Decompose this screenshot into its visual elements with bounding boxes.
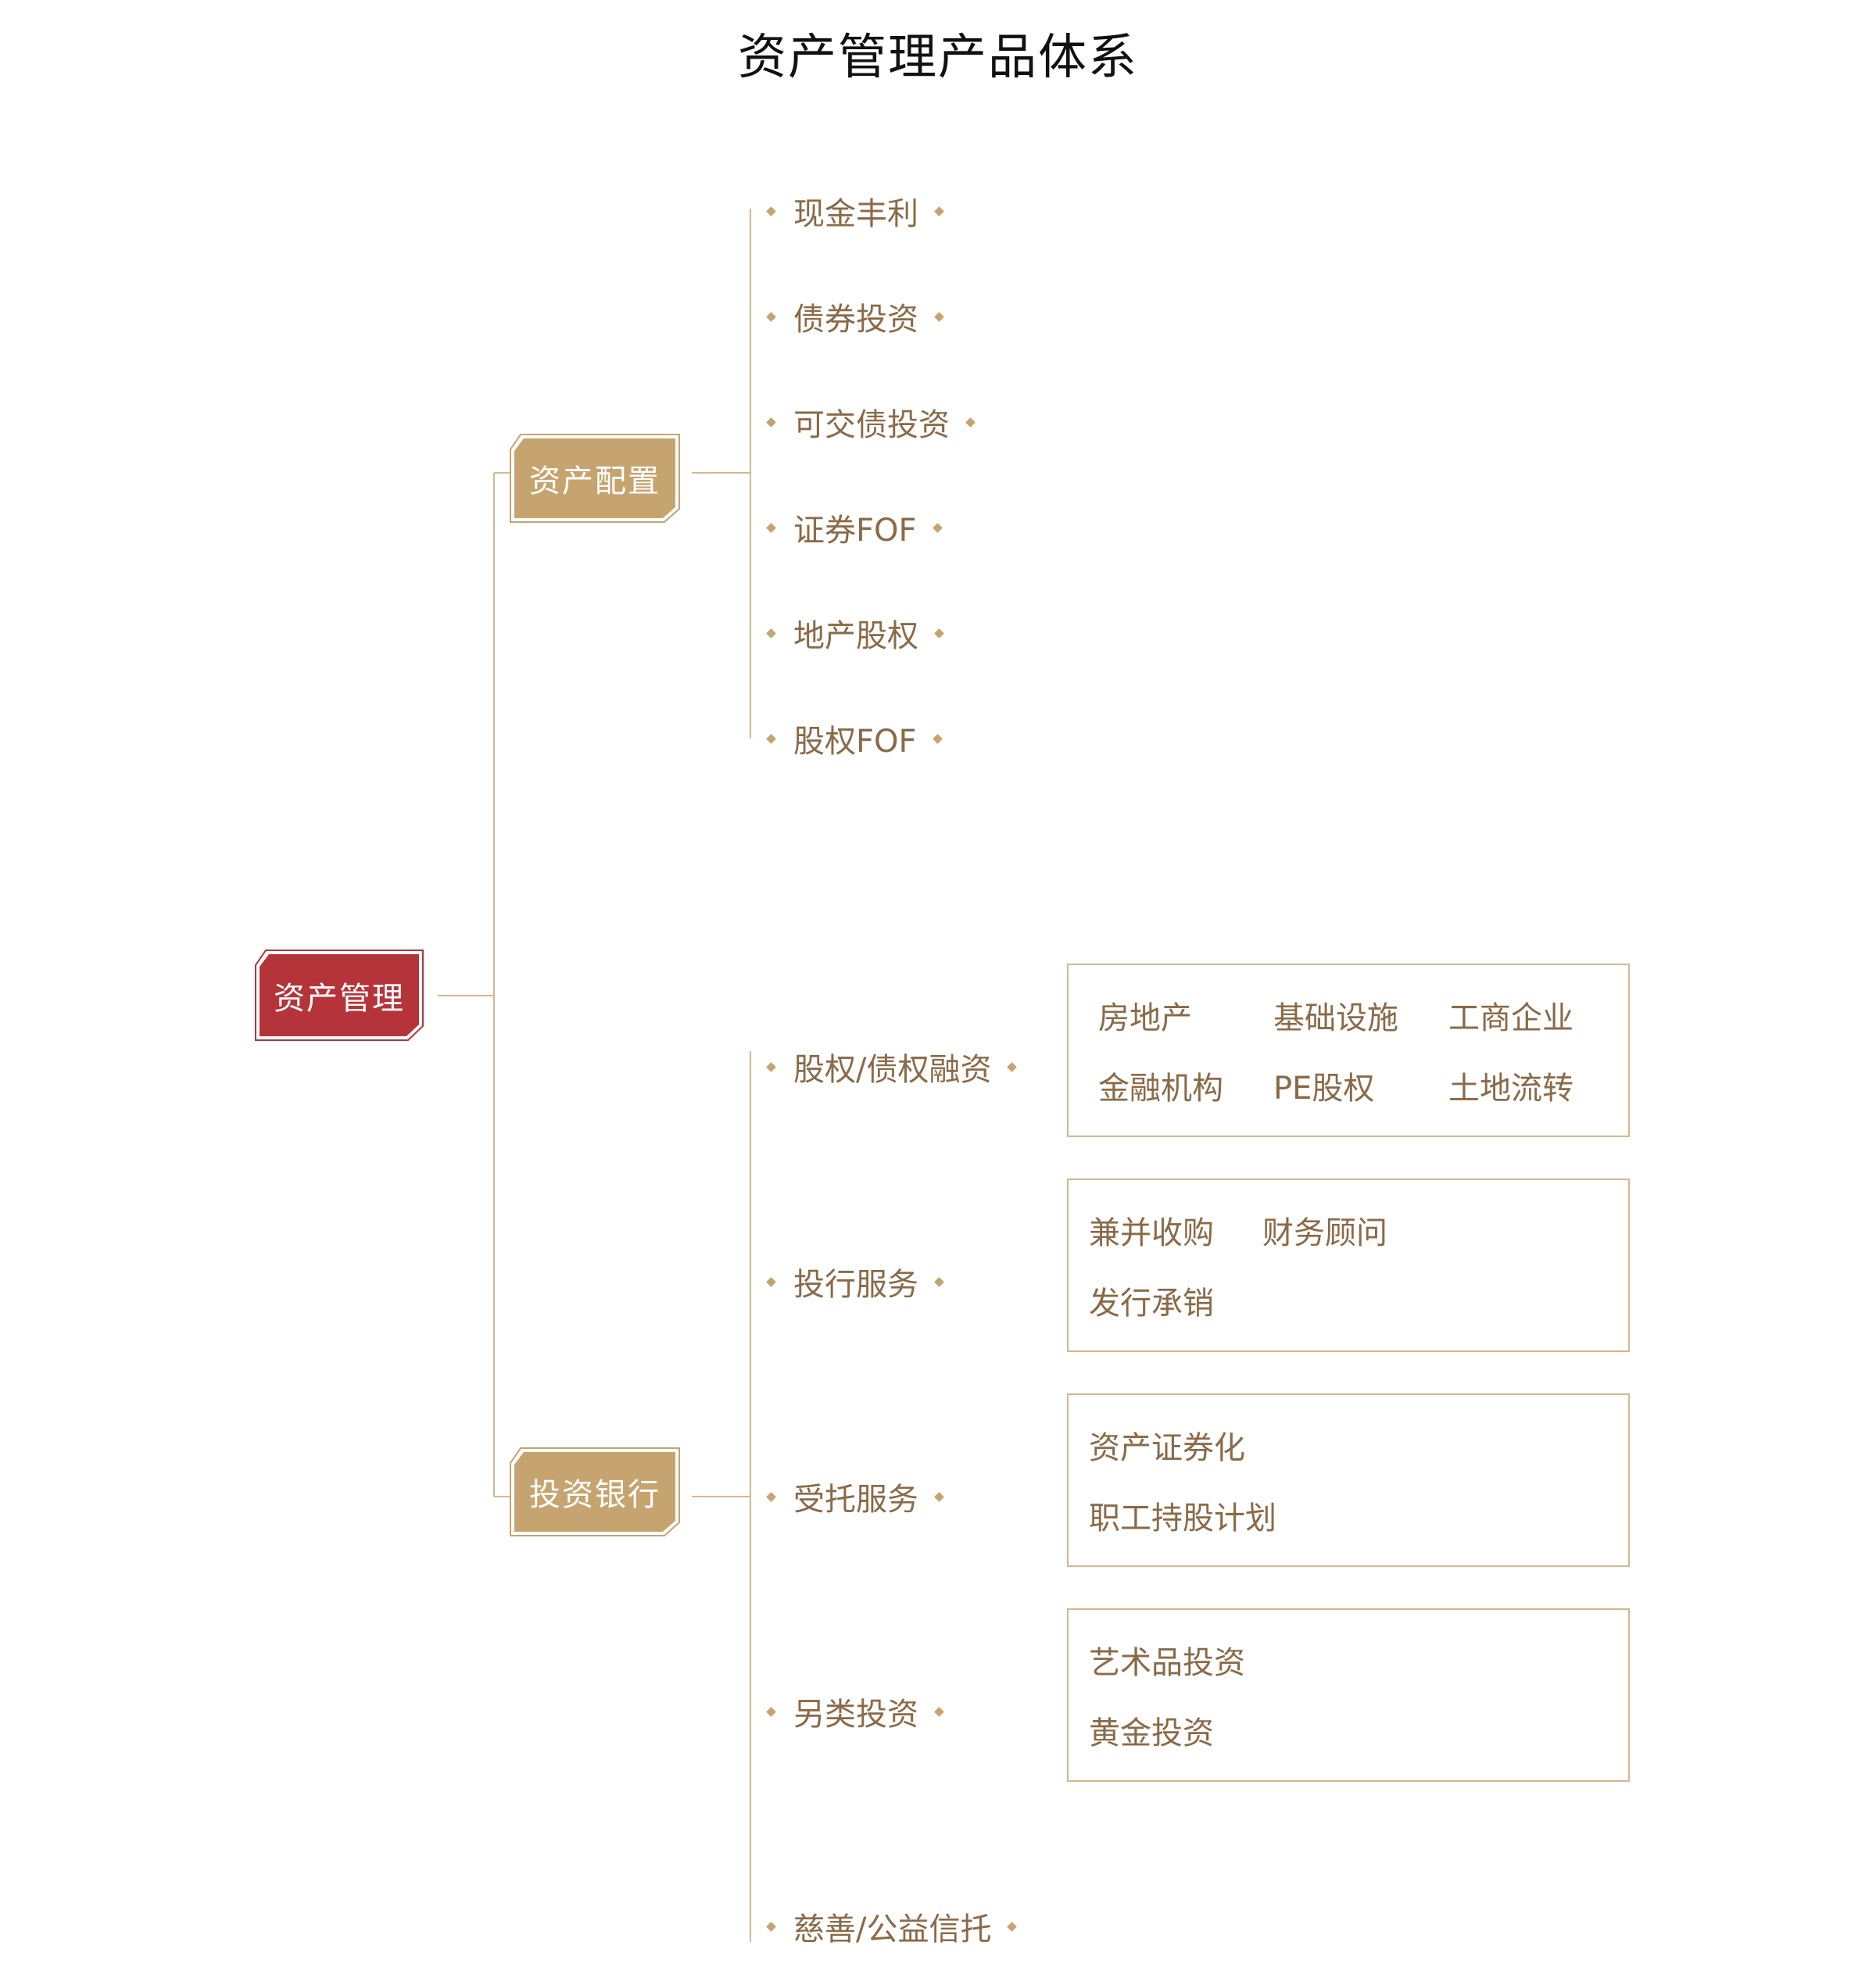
diamond-bullet-icon (766, 733, 776, 744)
item-label: 另类投资 (793, 1697, 918, 1733)
diamond-bullet-icon (1007, 1921, 1018, 1932)
item-label: 债券投资 (793, 302, 918, 338)
detail-item: PE股权 (1273, 1071, 1375, 1107)
branch-investment-banking: 投资银行 (510, 1447, 680, 1536)
diamond-bullet-icon (766, 522, 776, 533)
detail-box-fiduciary: 资产证券化 职工持股计划 (1067, 1393, 1630, 1567)
diamond-bullet-icon (766, 628, 776, 638)
item-label: 股权FOF (793, 724, 917, 760)
item-label: 地产股权 (793, 618, 918, 654)
diamond-bullet-icon (766, 1706, 776, 1717)
root-node-label: 资产管理 (274, 980, 405, 1017)
diamond-bullet-icon (934, 311, 944, 322)
diamond-bullet-icon (766, 1491, 776, 1502)
diamond-bullet-icon (934, 206, 944, 216)
diamond-bullet-icon (932, 522, 943, 533)
item-label: 现金丰利 (793, 196, 918, 232)
item-label: 可交债投资 (793, 407, 950, 443)
diamond-bullet-icon (934, 1276, 944, 1287)
branch-asset-allocation-shape (510, 434, 680, 523)
detail-item: 资产证券化 (1089, 1430, 1245, 1466)
item-label: 证券FOF (793, 513, 917, 549)
branch-asset-allocation: 资产配置 (510, 434, 680, 523)
item-label: 慈善/公益信托 (793, 1912, 992, 1947)
diamond-bullet-icon (934, 1706, 944, 1717)
detail-item: 金融机构 (1098, 1071, 1223, 1107)
diamond-bullet-icon (766, 206, 776, 216)
detail-item: 工商企业 (1448, 1000, 1573, 1036)
branch-asset-allocation-label: 资产配置 (529, 463, 661, 499)
list-item: 证券FOF (766, 504, 943, 551)
diamond-bullet-icon (965, 417, 976, 427)
list-item: 受托服务 (766, 1473, 944, 1520)
detail-item: 发行承销 (1089, 1286, 1214, 1322)
diamond-bullet-icon (766, 1921, 776, 1932)
diamond-bullet-icon (934, 628, 944, 638)
diamond-bullet-icon (932, 733, 943, 744)
branch-investment-banking-shape (510, 1447, 680, 1536)
diamond-bullet-icon (766, 1061, 776, 1072)
detail-item: 基础设施 (1273, 1000, 1398, 1036)
list-item: 股权/债权融资 (766, 1043, 1018, 1090)
detail-box-alternative: 艺术品投资 黄金投资 (1067, 1608, 1630, 1782)
list-item: 股权FOF (766, 715, 943, 762)
detail-item: 艺术品投资 (1089, 1645, 1245, 1681)
detail-box-ib-services: 兼并收购 财务顾问 发行承销 (1067, 1178, 1630, 1352)
root-node-shape (255, 950, 424, 1041)
branch-investment-banking-label: 投资银行 (529, 1477, 661, 1513)
list-item: 投行服务 (766, 1258, 944, 1305)
diamond-bullet-icon (1007, 1061, 1018, 1072)
detail-item: 兼并收购 (1089, 1215, 1214, 1251)
detail-item: 房地产 (1098, 1000, 1192, 1036)
diamond-bullet-icon (766, 1276, 776, 1287)
diagram-title: 资产管理产品体系 (737, 28, 1138, 85)
detail-item: 黄金投资 (1089, 1715, 1214, 1751)
item-label: 股权/债权融资 (793, 1052, 992, 1088)
item-label: 受托服务 (793, 1482, 918, 1518)
list-item: 债券投资 (766, 293, 944, 340)
list-item: 慈善/公益信托 (766, 1903, 1018, 1950)
item-label: 投行服务 (793, 1267, 918, 1303)
list-item: 另类投资 (766, 1688, 944, 1735)
detail-box-financing: 房地产 基础设施 工商企业 金融机构 PE股权 土地流转 (1067, 964, 1630, 1137)
detail-item: 财务顾问 (1262, 1215, 1387, 1251)
list-item: 地产股权 (766, 610, 944, 656)
diamond-bullet-icon (934, 1491, 944, 1502)
diamond-bullet-icon (766, 417, 776, 427)
detail-item: 土地流转 (1448, 1071, 1573, 1107)
detail-item: 职工持股计划 (1089, 1500, 1276, 1536)
diamond-bullet-icon (766, 311, 776, 322)
list-item: 可交债投资 (766, 399, 976, 445)
root-node: 资产管理 (255, 950, 424, 1041)
list-item: 现金丰利 (766, 188, 944, 234)
